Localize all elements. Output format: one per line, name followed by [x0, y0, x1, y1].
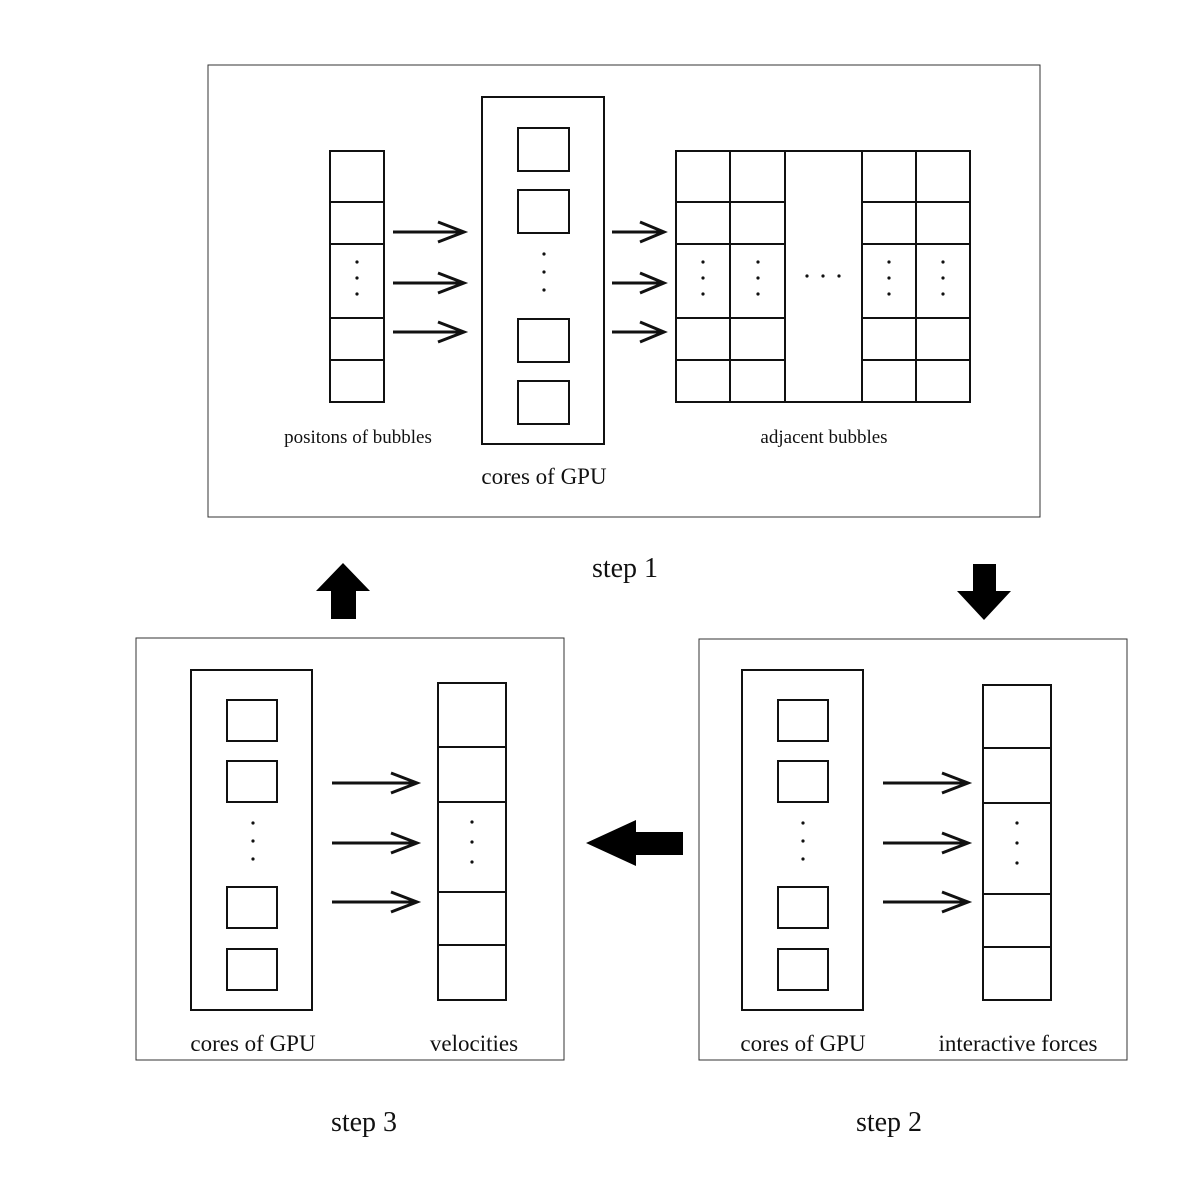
- arrow-right: [332, 831, 422, 855]
- gpu-core: [777, 948, 829, 991]
- gpu-core: [777, 760, 829, 803]
- gpu-outline: [741, 669, 864, 1011]
- step1-output-arrows: [612, 220, 668, 344]
- step1-gpu-cores: [481, 96, 605, 445]
- vertical-ellipsis: [801, 821, 805, 861]
- vertical-ellipsis: [887, 260, 891, 296]
- vertical-ellipsis: [251, 821, 255, 861]
- position-cell: [329, 359, 385, 403]
- gpu-core: [226, 699, 278, 742]
- step3-label: step 3: [331, 1107, 397, 1138]
- step3-output-label: velocities: [430, 1031, 518, 1056]
- step3-gpu-cores: [190, 669, 313, 1011]
- step1-gpu-label: cores of GPU: [481, 464, 607, 489]
- arrow-down-icon: [957, 564, 1011, 620]
- step2-gpu-cores: [741, 669, 864, 1011]
- step1-input-arrows: [393, 220, 469, 344]
- step3-velocities-column: [437, 682, 507, 1001]
- step1-input-label: positons of bubbles: [284, 427, 432, 448]
- step2-label: step 2: [856, 1107, 922, 1138]
- arrow-right: [883, 890, 973, 914]
- gpu-core: [777, 699, 829, 742]
- step2-frame: [698, 638, 1128, 1061]
- arrow-right: [612, 320, 668, 344]
- arrow-right: [883, 831, 973, 855]
- vertical-ellipsis: [941, 260, 945, 296]
- step1-adjacent-grid: [675, 150, 971, 403]
- step1-panel: positons of bubbles cores of GPU adjacen…: [207, 64, 1041, 518]
- force-cell: [982, 946, 1052, 1001]
- arrow-right: [883, 771, 973, 795]
- arrow-right: [393, 271, 469, 295]
- vertical-ellipsis: [470, 820, 474, 864]
- step1-output-label: adjacent bubbles: [760, 427, 887, 448]
- step2-arrows: [883, 771, 973, 914]
- step2-forces-column: [982, 684, 1052, 1001]
- gpu-core: [777, 886, 829, 929]
- gpu-core: [517, 318, 570, 363]
- step2-gpu-label: cores of GPU: [740, 1031, 866, 1056]
- vertical-ellipsis: [756, 260, 760, 296]
- vertical-ellipsis: [542, 252, 546, 292]
- arrow-right: [612, 220, 668, 244]
- gpu-core: [226, 948, 278, 991]
- vertical-ellipsis: [1015, 821, 1019, 865]
- arrow-left-icon: [586, 820, 683, 866]
- arrow-right: [332, 771, 422, 795]
- arrow-right: [393, 220, 469, 244]
- step3-gpu-label: cores of GPU: [190, 1031, 316, 1056]
- gpu-outline: [481, 96, 605, 445]
- step1-positions-column: [329, 150, 385, 403]
- gpu-core: [226, 760, 278, 803]
- arrow-right: [332, 890, 422, 914]
- step2-panel: cores of GPU interactive forces: [698, 638, 1128, 1061]
- step3-frame: [135, 637, 565, 1061]
- step1-label: step 1: [592, 553, 658, 584]
- step1-frame: [207, 64, 1041, 518]
- step3-arrows: [332, 771, 422, 914]
- gpu-core: [517, 189, 570, 234]
- gpu-core: [517, 380, 570, 425]
- arrow-up-icon: [316, 563, 370, 619]
- arrow-right: [393, 320, 469, 344]
- vertical-ellipsis: [701, 260, 705, 296]
- vertical-ellipsis: [355, 260, 359, 296]
- grid-outline: [675, 150, 971, 403]
- horizontal-ellipsis: [805, 274, 841, 278]
- velocity-cell: [437, 944, 507, 1001]
- gpu-outline: [190, 669, 313, 1011]
- gpu-core: [226, 886, 278, 929]
- arrow-right: [612, 271, 668, 295]
- step2-output-label: interactive forces: [939, 1031, 1098, 1056]
- step3-panel: cores of GPU velocities: [135, 637, 565, 1061]
- gpu-core: [517, 127, 570, 172]
